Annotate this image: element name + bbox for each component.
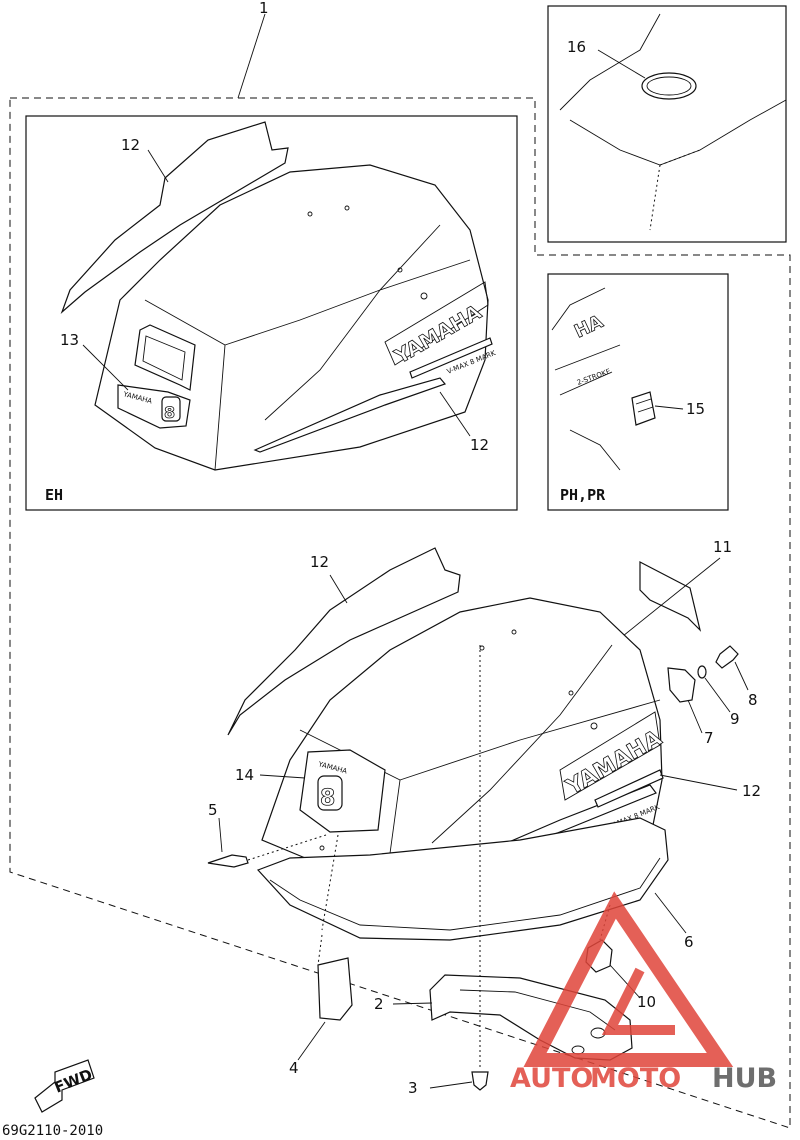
inset-item-16: 16 (547, 5, 787, 243)
callout-1: 1 (259, 0, 269, 17)
callout-12-main-top: 12 (310, 553, 329, 571)
bolt-8 (715, 645, 739, 669)
watermark-triangle-icon (523, 891, 734, 1067)
callout-5: 5 (208, 801, 218, 819)
watermark-part1: AUTO (510, 1063, 593, 1094)
main-assembly: 12 11 YAMAHA V-MAX 8 MARK YAMAHA 8 14 12 (207, 538, 761, 1097)
autmotohub-watermark: AUTO MOTO HUB (510, 891, 777, 1094)
callout-6: 6 (684, 933, 694, 951)
screw-5 (207, 854, 249, 868)
eh-inset: YAMAHA V-MAX 8 MARK YAMAHA 8 12 13 12 EH (25, 115, 518, 511)
reference-code: 69G2110-2010 (2, 1123, 103, 1139)
plate-15 (631, 391, 656, 426)
bracket-4 (317, 957, 353, 1021)
fwd-arrow-icon: FWD (34, 1059, 95, 1113)
svg-text:HA: HA (571, 311, 606, 342)
callout-12-eh-bottom: 12 (470, 436, 489, 454)
callout-8: 8 (748, 691, 758, 709)
callout-16: 16 (567, 38, 586, 56)
watermark-part2: MOTO (590, 1063, 681, 1094)
callout-11: 11 (713, 538, 732, 556)
callout-12-main-right: 12 (742, 782, 761, 800)
washer-9 (697, 665, 707, 679)
watermark-part3: HUB (712, 1063, 777, 1094)
variant-label-ph-pr: PH,PR (560, 486, 606, 504)
callout-9: 9 (730, 710, 740, 728)
seal-6 (256, 817, 669, 941)
variant-label-eh: EH (45, 486, 63, 504)
callout-13: 13 (60, 331, 79, 349)
callout-2: 2 (374, 995, 384, 1013)
eh-number-decal: 8 (164, 403, 175, 422)
callout-10: 10 (637, 993, 656, 1011)
assembly-boundary (9, 97, 791, 1129)
callout-15: 15 (686, 400, 705, 418)
ph-pr-inset: HA 2-STROKE 15 PH,PR (547, 273, 729, 511)
bracket-7 (667, 667, 696, 703)
svg-text:8: 8 (320, 786, 335, 811)
screw-3 (471, 1071, 489, 1091)
callout-7: 7 (704, 729, 714, 747)
svg-text:2-STROKE: 2-STROKE (576, 367, 612, 387)
decal-11 (639, 561, 702, 632)
handle-2 (429, 974, 633, 1061)
callout-3: 3 (408, 1079, 418, 1097)
callout-12-eh-top: 12 (121, 136, 140, 154)
callout-4: 4 (289, 1059, 299, 1077)
plug-16 (641, 72, 697, 100)
callout-14: 14 (235, 766, 254, 784)
